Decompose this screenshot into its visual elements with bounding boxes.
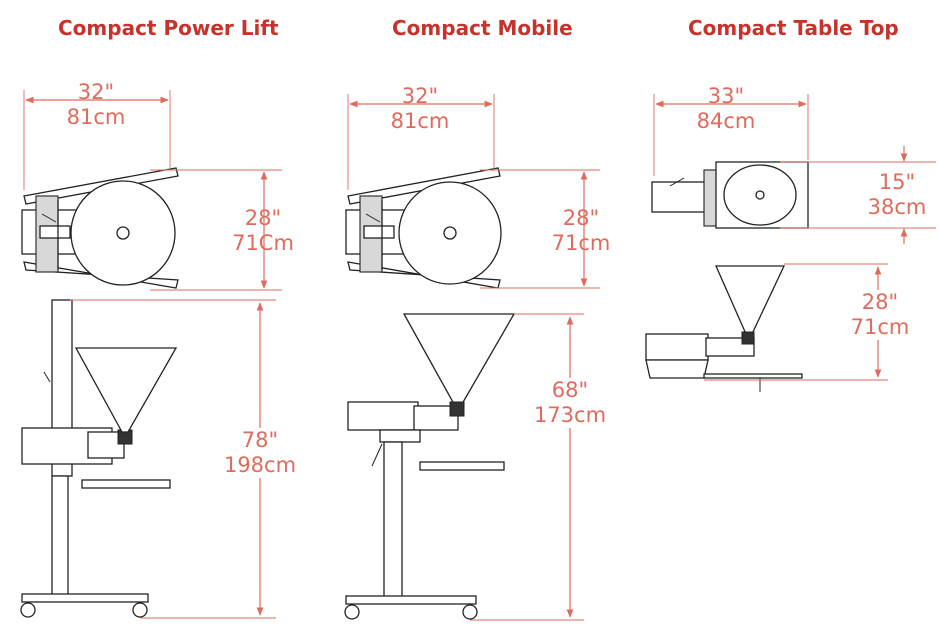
- dimension-metric: 38cm: [867, 195, 927, 219]
- table-top-height-label: 28" 71cm: [840, 290, 920, 340]
- dimension-metric: 71cm: [850, 315, 910, 339]
- power-lift-top-view: [21, 167, 179, 289]
- dimension-metric: 84cm: [696, 109, 756, 133]
- table-top-width-label: 33" 84cm: [686, 84, 766, 134]
- mobile-width-label: 32" 81cm: [380, 84, 460, 134]
- power-lift-height-label: 78" 198cm: [214, 428, 306, 478]
- dimension-imperial: 78": [241, 428, 279, 452]
- mobile-side-view: [344, 313, 516, 620]
- dimension-metric: 71Cm: [232, 231, 294, 255]
- dimension-imperial: 28": [562, 206, 600, 230]
- dimension-metric: 173cm: [533, 403, 607, 427]
- title-mobile: Compact Mobile: [392, 16, 573, 40]
- dimension-imperial: 32": [77, 80, 115, 104]
- title-power-lift: Compact Power Lift: [58, 16, 279, 40]
- dimension-imperial: 28": [244, 206, 282, 230]
- dimension-imperial: 33": [707, 84, 745, 108]
- dimension-metric: 198cm: [223, 453, 297, 477]
- power-lift-side-view: [20, 299, 178, 618]
- table-top-side-view: [645, 265, 803, 392]
- table-top-depth-label: 15" 38cm: [858, 170, 936, 220]
- dimension-imperial: 68": [551, 378, 589, 402]
- power-lift-depth-label: 28" 71Cm: [222, 206, 304, 256]
- title-table-top: Compact Table Top: [688, 16, 899, 40]
- dimension-metric: 71cm: [551, 231, 611, 255]
- mobile-depth-label: 28" 71cm: [542, 206, 620, 256]
- table-top-top-view: [651, 161, 809, 229]
- dimension-imperial: 15": [878, 170, 916, 194]
- dimension-metric: 81cm: [66, 105, 126, 129]
- dimension-metric: 81cm: [390, 109, 450, 133]
- dimension-imperial: 28": [861, 290, 899, 314]
- mobile-top-view: [345, 167, 502, 289]
- dimension-imperial: 32": [401, 84, 439, 108]
- power-lift-width-label: 32" 81cm: [56, 80, 136, 130]
- mobile-height-label: 68" 173cm: [522, 378, 618, 428]
